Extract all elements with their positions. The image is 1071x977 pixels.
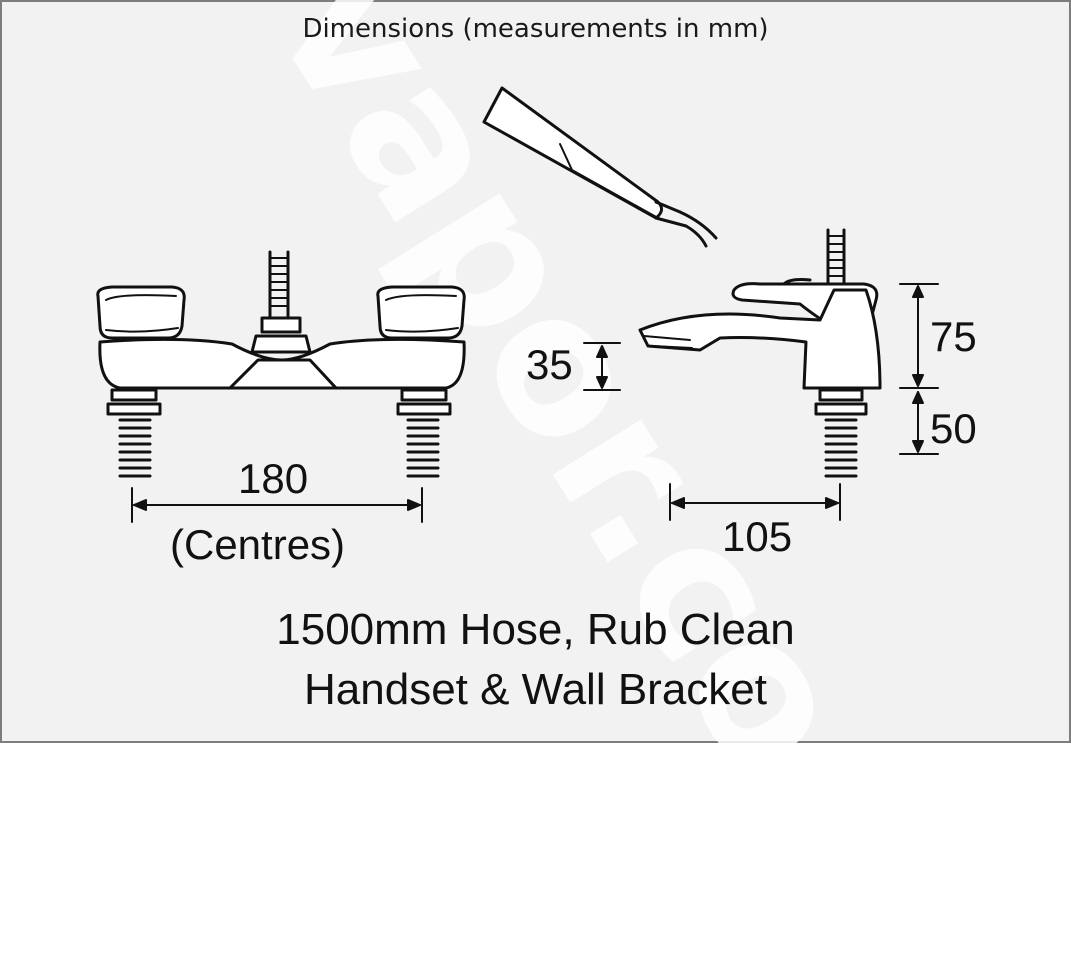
spout-height-value: 35 [526, 341, 573, 388]
diagram-title: Dimensions (measurements in mm) [302, 14, 769, 44]
centres-dimension-line [131, 487, 423, 523]
side-dimension-lines [583, 283, 939, 521]
handset [482, 86, 718, 248]
caption-line-1: 1500mm Hose, Rub Clean [276, 605, 795, 654]
spout [638, 288, 882, 390]
centres-value: 180 [238, 455, 309, 502]
centres-label: (Centres) [170, 521, 346, 568]
shank-length-value: 50 [930, 405, 977, 452]
caption-line-2: Handset & Wall Bracket [304, 665, 767, 714]
bath-filler-front-view [96, 250, 466, 523]
spout-projection-value: 105 [722, 513, 793, 560]
body [98, 337, 466, 390]
tap-drawing [96, 86, 939, 523]
bath-filler-side-view [638, 228, 882, 478]
right-shank [396, 388, 452, 478]
right-handle [376, 285, 466, 340]
left-shank [106, 388, 162, 478]
diverter [260, 316, 302, 334]
left-handle [96, 285, 186, 340]
body-height-value: 75 [930, 313, 977, 360]
